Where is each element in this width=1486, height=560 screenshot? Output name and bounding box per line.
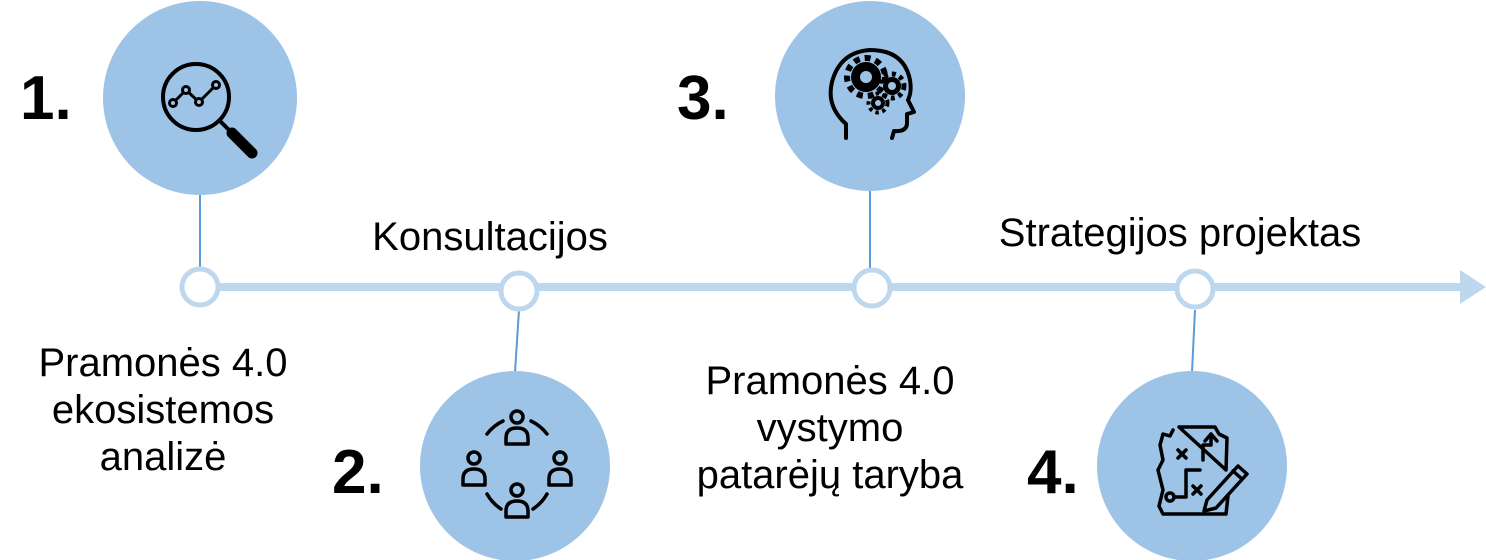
timeline-node-2	[498, 270, 540, 312]
step-2-number: 2.	[332, 438, 384, 507]
timeline-node-4	[1174, 268, 1216, 310]
strategy-plan-icon	[1156, 425, 1249, 516]
head-gears-icon	[828, 48, 916, 140]
step-4-number: 4.	[1027, 438, 1079, 507]
step-4-label: Strategijos projektas	[940, 210, 1420, 257]
step-4-label-line-1: Strategijos projektas	[998, 211, 1362, 255]
step-3-number: 3.	[677, 64, 729, 133]
step-1-label-line-2: ekosistemos	[51, 388, 275, 433]
step-1-label: Pramonės 4.0 ekosistemos analizė	[0, 340, 326, 482]
step-1-label-line-3: analizė	[99, 435, 227, 480]
timeline-node-1	[179, 266, 221, 308]
connector-2	[514, 309, 520, 373]
people-circle-icon	[461, 409, 573, 519]
step-4-circle	[1097, 371, 1287, 560]
step-3-label-line-2: vystymo	[756, 406, 904, 451]
step-2-circle	[420, 371, 610, 560]
timeline-node-3	[851, 267, 893, 309]
step-1-label-line-1: Pramonės 4.0	[38, 341, 288, 385]
step-2-label-line-1: Konsultacijos	[372, 215, 608, 259]
step-3-label: Pramonės 4.0 vystymo patarėjų taryba	[655, 358, 1005, 500]
connector-4	[1191, 309, 1196, 373]
timeline-arrowhead	[1460, 270, 1486, 304]
step-1-number: 1.	[20, 64, 72, 133]
magnifier-chart-icon	[161, 62, 258, 159]
step-3-label-line-1: Pramonės 4.0	[705, 359, 955, 403]
step-3-label-line-3: patarėjų taryba	[696, 453, 964, 498]
step-2-label: Konsultacijos	[320, 214, 660, 261]
